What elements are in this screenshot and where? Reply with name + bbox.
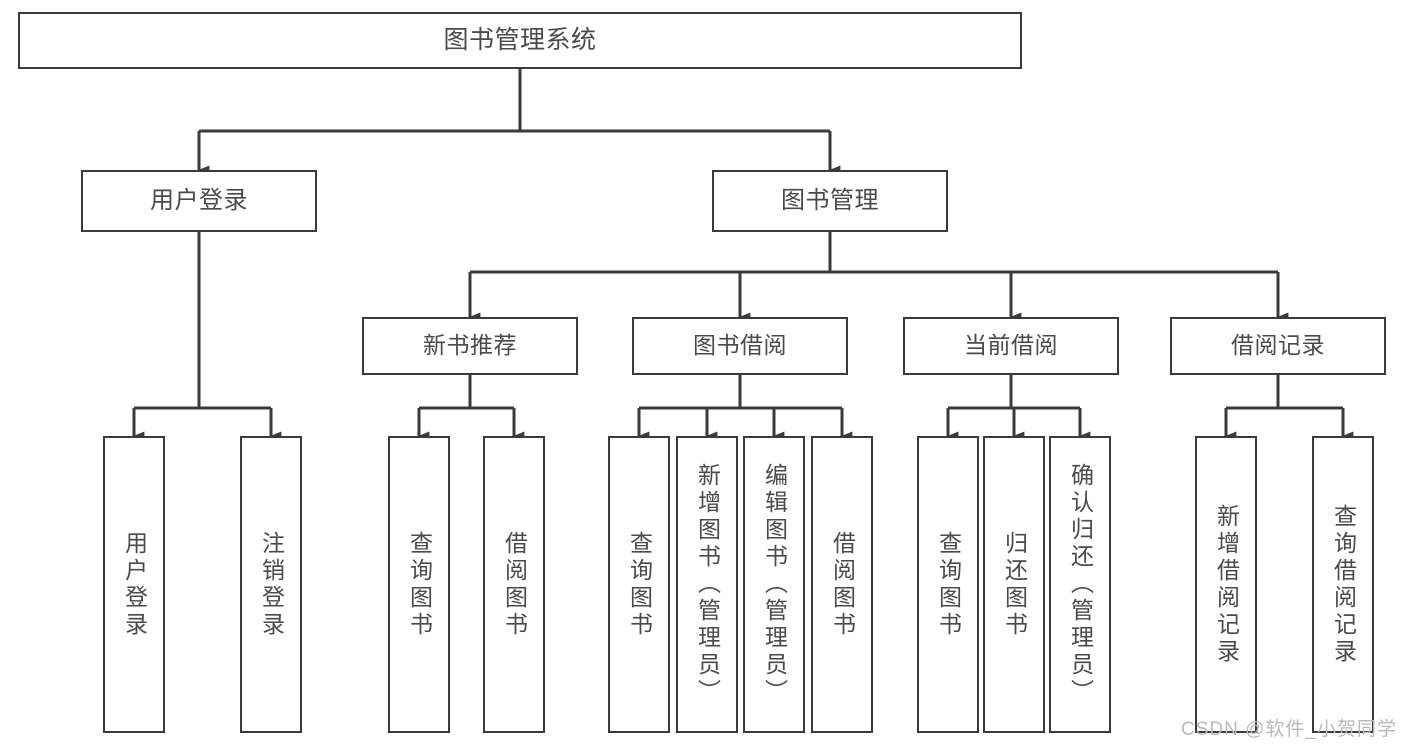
node-label: 借阅记录 <box>1231 332 1325 359</box>
node-label: 新增图书（管理员） <box>694 463 721 706</box>
node-n-new-book[interactable]: 新书推荐 <box>362 317 578 375</box>
node-label: 用户登录 <box>121 530 148 639</box>
node-label: 图书管理系统 <box>443 25 597 54</box>
node-l-nb-query[interactable]: 查询图书 <box>388 436 450 733</box>
node-label: 当前借阅 <box>964 332 1058 359</box>
node-label: 确认归还（管理员） <box>1067 463 1094 706</box>
node-l-rec-query[interactable]: 查询借阅记录 <box>1312 436 1374 733</box>
node-label: 新书推荐 <box>423 332 517 359</box>
node-l-bb-borrow[interactable]: 借阅图书 <box>811 436 873 733</box>
node-label: 用户登录 <box>150 186 248 214</box>
node-n-current[interactable]: 当前借阅 <box>903 317 1119 375</box>
node-label: 查询图书 <box>935 530 962 639</box>
node-label: 注销登录 <box>258 530 285 639</box>
node-l-user-login[interactable]: 用户登录 <box>103 436 165 733</box>
node-label: 借阅图书 <box>501 530 528 639</box>
node-l-cb-confirm[interactable]: 确认归还（管理员） <box>1049 436 1111 733</box>
node-label: 编辑图书（管理员） <box>761 463 788 706</box>
node-l-user-logout[interactable]: 注销登录 <box>240 436 302 733</box>
node-l-bb-add[interactable]: 新增图书（管理员） <box>676 436 738 733</box>
node-n-book-mgmt[interactable]: 图书管理 <box>712 170 948 232</box>
node-label: 归还图书 <box>1001 530 1028 639</box>
node-label: 查询借阅记录 <box>1330 503 1357 666</box>
node-l-rec-add[interactable]: 新增借阅记录 <box>1195 436 1257 733</box>
node-l-bb-query[interactable]: 查询图书 <box>608 436 670 733</box>
node-l-nb-borrow[interactable]: 借阅图书 <box>483 436 545 733</box>
node-label: 借阅图书 <box>829 530 856 639</box>
node-label: 查询图书 <box>626 530 653 639</box>
node-n-record[interactable]: 借阅记录 <box>1170 317 1386 375</box>
node-l-cb-query[interactable]: 查询图书 <box>917 436 979 733</box>
node-label: 查询图书 <box>406 530 433 639</box>
node-root[interactable]: 图书管理系统 <box>18 12 1022 69</box>
node-n-user-login[interactable]: 用户登录 <box>81 170 317 232</box>
node-label: 图书借阅 <box>693 332 787 359</box>
node-label: 新增借阅记录 <box>1213 503 1240 666</box>
node-l-cb-return[interactable]: 归还图书 <box>983 436 1045 733</box>
node-l-bb-edit[interactable]: 编辑图书（管理员） <box>743 436 805 733</box>
node-label: 图书管理 <box>781 186 879 214</box>
node-n-borrow[interactable]: 图书借阅 <box>632 317 848 375</box>
